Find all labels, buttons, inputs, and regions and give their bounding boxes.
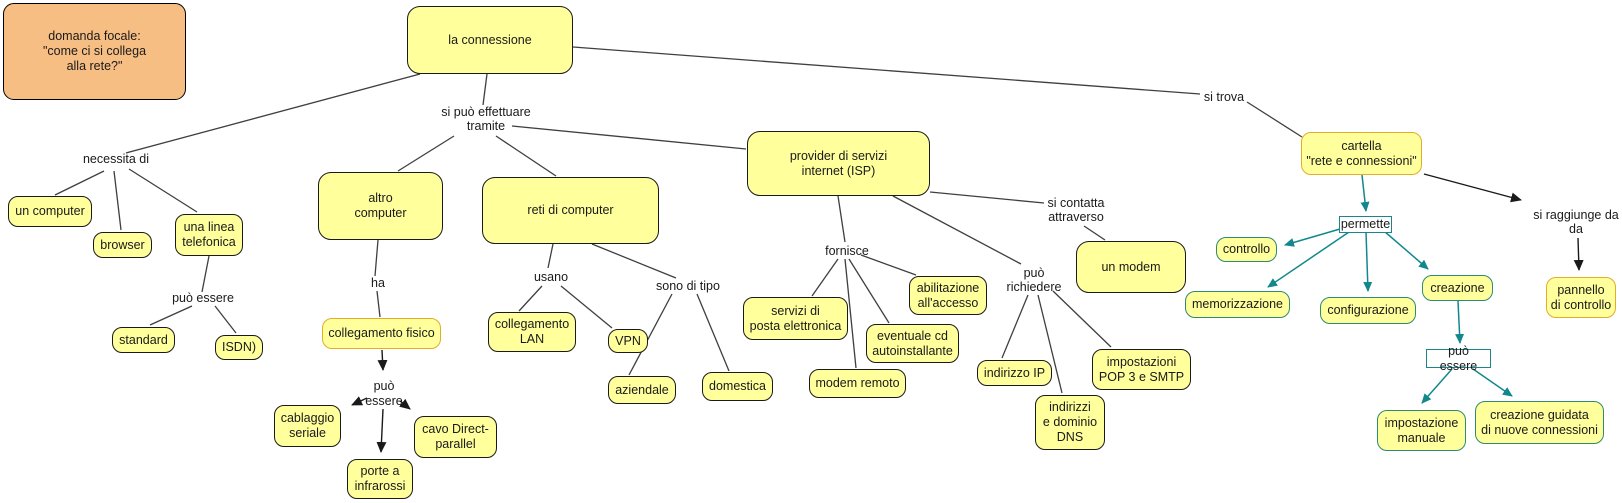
node-configurazione[interactable]: configurazione	[1320, 297, 1416, 324]
node-provider-isp[interactable]: provider di servizi internet (ISP)	[747, 131, 930, 196]
node-reti-di-computer[interactable]: reti di computer	[482, 177, 659, 244]
link-label-si-puo-effettuare-tramite[interactable]: si può effettuare tramite	[441, 104, 531, 133]
node-collegamento-fisico[interactable]: collegamento fisico	[322, 318, 441, 349]
node-browser[interactable]: browser	[93, 232, 152, 258]
node-abilitazione-accesso[interactable]: abilitazione all'accesso	[909, 276, 987, 315]
node-porte-a-infrarossi[interactable]: porte a infrarossi	[347, 459, 413, 499]
node-servizi-posta-elettronica[interactable]: servizi di posta elettronica	[743, 297, 848, 340]
node-indirizzo-ip[interactable]: indirizzo IP	[977, 360, 1052, 386]
node-standard[interactable]: standard	[112, 327, 175, 353]
node-la-connessione[interactable]: la connessione	[407, 6, 573, 74]
node-permette[interactable]: permette	[1339, 216, 1392, 233]
node-modem-remoto[interactable]: modem remoto	[809, 369, 906, 398]
link-label-si-trova[interactable]: si trova	[1203, 89, 1245, 104]
node-controllo[interactable]: controllo	[1216, 237, 1277, 262]
node-indirizzi-dominio-dns[interactable]: indirizzi e dominio DNS	[1035, 395, 1105, 450]
link-label-fornisce[interactable]: fornisce	[825, 243, 869, 258]
node-impostazioni-pop3-smtp[interactable]: impostazioni POP 3 e SMTP	[1092, 349, 1191, 390]
node-creazione-guidata[interactable]: creazione guidata di nuove connessioni	[1475, 401, 1604, 444]
node-cavo-direct-parallel[interactable]: cavo Direct- parallel	[414, 416, 497, 458]
node-altro-computer[interactable]: altro computer	[318, 172, 443, 240]
node-una-linea-telefonica[interactable]: una linea telefonica	[175, 214, 243, 256]
focus-question-box[interactable]: domanda focale: "come ci si collega alla…	[3, 3, 186, 100]
link-label-puo-richiedere[interactable]: può richiedere	[1006, 265, 1062, 294]
link-label-usano[interactable]: usano	[533, 269, 569, 284]
node-domestica[interactable]: domestica	[702, 372, 773, 401]
node-collegamento-lan[interactable]: collegamento LAN	[488, 312, 576, 352]
node-isdn[interactable]: ISDN)	[215, 335, 263, 360]
link-label-sono-di-tipo[interactable]: sono di tipo	[656, 278, 720, 293]
node-impostazione-manuale[interactable]: impostazione manuale	[1377, 410, 1466, 451]
node-memorizzazione[interactable]: memorizzazione	[1185, 291, 1290, 318]
node-un-computer[interactable]: un computer	[8, 196, 92, 227]
node-un-modem[interactable]: un modem	[1076, 241, 1186, 293]
node-cablaggio-seriale[interactable]: cablaggio seriale	[274, 405, 341, 447]
node-aziendale[interactable]: aziendale	[608, 376, 676, 404]
node-eventuale-cd[interactable]: eventuale cd autoinstallante	[866, 324, 959, 363]
node-cartella-rete-connessioni[interactable]: cartella "rete e connessioni"	[1301, 132, 1422, 175]
link-label-puo-essere-fisico[interactable]: può essere	[365, 379, 403, 408]
node-creazione[interactable]: creazione	[1422, 275, 1493, 301]
link-label-puo-essere-linea[interactable]: può essere	[172, 291, 234, 306]
link-label-ha[interactable]: ha	[371, 276, 385, 291]
node-vpn[interactable]: VPN	[608, 329, 648, 353]
node-puo-essere-creazione[interactable]: può essere	[1426, 344, 1491, 373]
link-label-necessita-di[interactable]: necessita di	[82, 152, 149, 167]
node-pannello-di-controllo[interactable]: pannello di controllo	[1546, 277, 1616, 318]
link-label-si-raggiunge-da[interactable]: si raggiunge da da	[1533, 207, 1619, 236]
link-label-si-contatta-attraverso[interactable]: si contatta attraverso	[1047, 195, 1105, 224]
